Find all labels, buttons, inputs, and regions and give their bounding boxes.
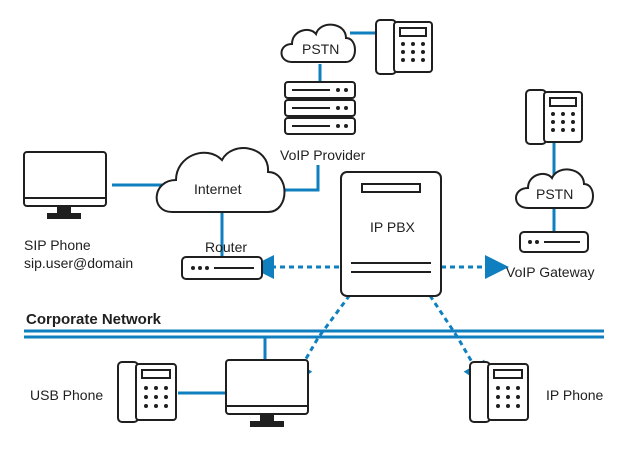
monitor-icon <box>225 359 309 427</box>
pstn-cloud-right: PSTN <box>515 168 594 209</box>
ip-phone-label: IP Phone <box>546 387 604 403</box>
desk-phone-icon <box>525 89 583 145</box>
gateway-icon <box>519 231 589 253</box>
usb-phone-icon <box>117 361 177 423</box>
server-stack-icon <box>284 81 356 135</box>
corporate-network-bus <box>24 329 604 339</box>
ip-phone-icon <box>469 361 529 423</box>
corporate-network-label: Corporate Network <box>26 311 162 328</box>
usb-phone-label: USB Phone <box>30 387 103 403</box>
sip-phone-label: SIP Phone <box>24 237 91 253</box>
pbx-ipphone-link <box>423 287 487 387</box>
voip-provider-label: VoIP Provider <box>280 147 366 163</box>
monitor-icon <box>23 151 107 219</box>
sip-address-label: sip.user@domain <box>24 255 133 271</box>
router-label: Router <box>205 239 247 255</box>
voip-gateway-label: VoIP Gateway <box>506 264 594 280</box>
desk-phone-icon <box>375 19 433 75</box>
ip-pbx-label: IP PBX <box>370 219 416 235</box>
router-icon <box>181 256 263 280</box>
pstn-right-label: PSTN <box>536 186 573 202</box>
pstn-top-label: PSTN <box>302 41 339 57</box>
internet-cloud: Internet <box>155 147 286 213</box>
ip-pbx-icon <box>340 171 442 297</box>
pstn-cloud-top: PSTN <box>280 23 356 63</box>
internet-label: Internet <box>194 181 242 197</box>
